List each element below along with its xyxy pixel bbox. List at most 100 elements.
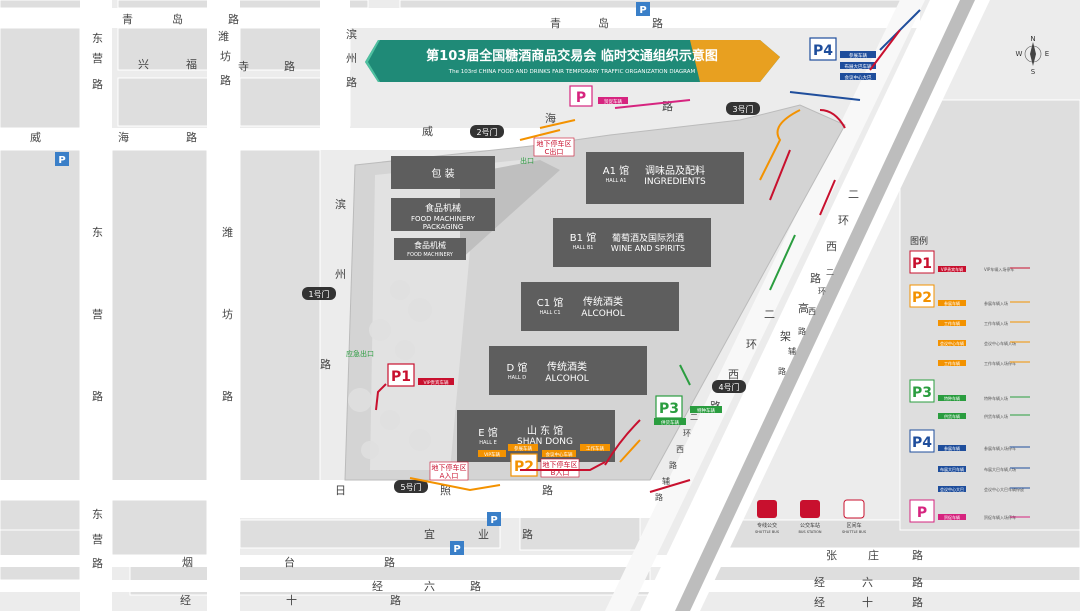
svg-text:张: 张 [826, 549, 837, 562]
svg-text:州: 州 [346, 52, 357, 65]
svg-text:N: N [1030, 35, 1035, 43]
svg-text:环: 环 [746, 338, 757, 351]
svg-text:工作车辆: 工作车辆 [944, 360, 960, 366]
svg-text:营: 营 [92, 51, 103, 65]
svg-text:路: 路 [912, 576, 923, 589]
svg-text:经: 经 [814, 576, 825, 589]
svg-text:公交车站: 公交车站 [800, 522, 820, 529]
svg-text:特种车辆: 特种车辆 [697, 407, 715, 414]
svg-text:路: 路 [92, 78, 103, 91]
svg-text:P1: P1 [912, 256, 932, 272]
svg-text:P: P [490, 515, 497, 526]
svg-text:路: 路 [92, 557, 103, 570]
svg-text:专线公交: 专线公交 [757, 522, 777, 529]
svg-text:HALL D: HALL D [508, 375, 526, 381]
compass: N S E W [1016, 35, 1050, 76]
svg-text:VIP贵宾车辆: VIP贵宾车辆 [941, 266, 963, 272]
svg-text:十: 十 [862, 595, 873, 609]
svg-text:环: 环 [818, 287, 826, 296]
svg-text:路: 路 [542, 484, 553, 497]
hall-packaging: 包 装 [391, 156, 495, 189]
marker-p: P [569, 85, 593, 107]
svg-text:十: 十 [286, 593, 297, 607]
svg-text:工作车辆入场: 工作车辆入场 [984, 320, 1008, 326]
svg-text:图例: 图例 [910, 235, 928, 247]
legend-p4: P4 参展车辆 参展车辆入场停车 布展大巴车辆 布展大巴车辆入场 会议中心大巴 … [909, 429, 1030, 492]
svg-text:P1: P1 [391, 369, 411, 385]
svg-text:HALL B1: HALL B1 [573, 245, 594, 251]
trees [348, 280, 432, 459]
page-title: 第103届全国糖酒商品交易会 临时交通组织示意图 [426, 48, 718, 64]
svg-text:西: 西 [676, 445, 684, 454]
svg-text:东: 东 [92, 32, 103, 45]
svg-text:路: 路 [346, 76, 357, 89]
svg-text:SHUTTLE BUS: SHUTTLE BUS [842, 530, 867, 534]
svg-text:架: 架 [780, 330, 791, 343]
parking-icon [636, 2, 650, 16]
svg-text:供货车辆入场: 供货车辆入场 [984, 413, 1008, 419]
svg-text:州: 州 [335, 268, 346, 281]
svg-text:经: 经 [372, 580, 383, 593]
svg-text:供货车辆: 供货车辆 [944, 413, 960, 419]
svg-text:P: P [639, 5, 646, 16]
svg-text:FOOD MACHINERY: FOOD MACHINERY [411, 215, 476, 223]
page-subtitle: The 103rd CHINA FOOD AND DRINKS FAIR TEM… [448, 69, 696, 75]
svg-text:路: 路 [220, 74, 231, 87]
svg-text:工作车辆入场停车: 工作车辆入场停车 [984, 360, 1016, 366]
gate-5: 5号门 [394, 480, 428, 493]
svg-text:二: 二 [764, 308, 775, 321]
svg-text:会议中心大巴: 会议中心大巴 [940, 486, 964, 492]
parking-icon [487, 512, 501, 526]
vehicle-tags: VIP贵宾车辆 贸促车辆 参展车辆 布展大巴车辆 会议中心大巴 VIP车辆 参展… [418, 51, 876, 458]
svg-text:日: 日 [335, 484, 346, 497]
svg-text:坊: 坊 [220, 49, 231, 63]
svg-text:岛: 岛 [172, 12, 183, 26]
svg-text:二: 二 [826, 268, 834, 277]
svg-text:路: 路 [810, 272, 821, 285]
svg-text:食品机械: 食品机械 [414, 240, 446, 250]
svg-text:经: 经 [814, 596, 825, 609]
svg-text:4号门: 4号门 [718, 382, 739, 392]
svg-text:寺: 寺 [238, 60, 249, 73]
svg-text:HALL A1: HALL A1 [606, 178, 627, 184]
site-labels: 地下停车区 C出口 出口 应急出口 地下停车区 A入口 地下停车区 B入口 [346, 137, 580, 481]
svg-text:工作车辆: 工作车辆 [944, 320, 960, 326]
gate-1: 1号门 [302, 287, 336, 300]
gate-3: 3号门 [726, 102, 760, 115]
svg-text:路: 路 [778, 366, 786, 376]
svg-text:环: 环 [838, 214, 849, 227]
svg-text:地下停车区: 地下停车区 [537, 139, 572, 148]
svg-text:路: 路 [470, 580, 481, 593]
svg-text:A入口: A入口 [440, 472, 459, 480]
svg-text:参展车辆: 参展车辆 [944, 300, 960, 306]
svg-text:路: 路 [222, 390, 233, 403]
shuttle-van-icon [843, 499, 865, 519]
svg-text:地下停车区: 地下停车区 [432, 463, 467, 472]
svg-text:传统酒类: 传统酒类 [583, 295, 623, 308]
svg-text:潍: 潍 [222, 226, 233, 239]
svg-text:3号门: 3号门 [732, 104, 753, 114]
svg-text:HALL C1: HALL C1 [539, 310, 560, 316]
svg-text:E 馆: E 馆 [478, 426, 498, 439]
svg-text:B入口: B入口 [551, 469, 570, 477]
svg-text:台: 台 [284, 555, 295, 569]
svg-text:布展大巴车辆入场: 布展大巴车辆入场 [984, 466, 1016, 472]
svg-text:经: 经 [180, 594, 191, 607]
svg-text:P4: P4 [813, 43, 833, 59]
svg-text:HALL E: HALL E [479, 440, 497, 446]
svg-text:贸促车辆: 贸促车辆 [944, 514, 960, 520]
svg-text:FOOD MACHINERY: FOOD MACHINERY [407, 252, 454, 258]
svg-text:福: 福 [186, 57, 197, 71]
svg-text:岛: 岛 [598, 16, 609, 30]
svg-text:C出口: C出口 [545, 147, 564, 156]
svg-text:路: 路 [912, 549, 923, 562]
svg-text:路: 路 [669, 460, 677, 470]
svg-text:2号门: 2号门 [476, 127, 497, 137]
svg-text:路: 路 [284, 60, 295, 73]
road-labels: 青 岛 路 青 岛 路 兴 福 寺 路 东 营 路 潍 坊 路 滨 州 路 威 … [30, 12, 923, 609]
svg-text:东: 东 [92, 508, 103, 521]
marker-p2: P2 [510, 453, 538, 477]
svg-text:工作车辆: 工作车辆 [586, 445, 604, 452]
gate-2: 2号门 [470, 125, 504, 138]
